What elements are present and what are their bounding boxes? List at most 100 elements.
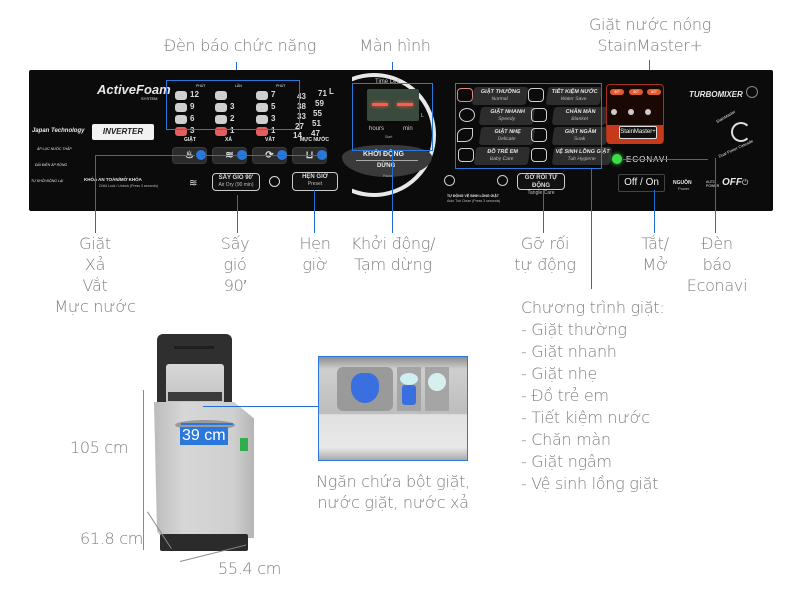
callout-timer: Hẹn giờ [299,234,331,274]
drum-measure-arrow [181,423,233,425]
soak-icon [531,128,547,142]
led-rinse-3 [215,91,227,100]
power-label: NGUỒN [673,180,692,186]
auto-tub-icon [444,175,455,186]
machine-base [160,534,248,551]
led-rinse-2 [215,115,227,124]
econavi-led [612,154,622,164]
width-dimension-label: 55.4 cm [218,559,281,578]
tangle-icon [497,175,508,186]
start-label: KHỞI ĐỘNG [363,151,404,158]
liquid-compartment [397,367,421,411]
connector-line [201,155,322,156]
program-list-item: - Giặt nhẹ [521,364,597,383]
rinse-val: 3 [230,102,235,111]
tangle-label: GỠ RỐI TỰ ĐỘNG [524,175,558,189]
callout-econavi: Đèn báo Econavi [686,234,748,295]
program-list-item: - Vệ sinh lồng giặt [521,474,659,493]
cascade-top-label: StainMaster [715,108,737,125]
side-label-auto-restart: TỰ KHỞI ĐỘNG LẠI [31,179,64,183]
temp-led: 40° [629,89,643,95]
energy-label [240,438,248,451]
connector-line [591,169,592,289]
display-highlight [352,83,433,151]
col-head-wash: PHÚT [196,84,206,88]
program-list: Chương trình giặt: - Giặt thường - Giặt … [521,297,665,495]
lcd-digit-min [397,103,413,106]
callout-air-dry: Sấy gió 90′ [220,234,250,295]
led-wash-3 [175,127,187,136]
cascade-bottom-label: Dual Power Cascade [717,138,754,159]
connector-line [623,159,708,160]
wash-val: 3 [190,126,195,135]
air-flow-icon: ≋ [189,178,198,189]
side-label-low-pressure: ÁP LỰC NƯỚC THẤP [37,147,72,151]
connector-line [237,195,238,233]
programs-highlight [455,83,602,169]
feather-icon [457,128,473,142]
pause-sub: Pause [383,174,393,178]
lcd-digit-hours [372,103,388,106]
stainmaster-button[interactable]: StainMaster+ [619,126,657,139]
rinse-val: 2 [230,114,235,123]
divider [356,160,418,161]
power-plug-icon: ⏻ [742,178,749,187]
softener-compartment [425,367,449,411]
wash-val: 9 [190,102,195,111]
connector-line [392,150,393,233]
water-level: 51 [312,119,321,128]
connector-line [654,190,655,233]
power-button[interactable]: Off / On [618,174,665,192]
program-list-title: Chương trình giặt: [521,298,665,317]
control-panel: ActiveFoam SYSTEM Japan Technology INVER… [29,70,773,211]
lcd-min: min [403,126,413,132]
callout-power: Tắt/ Mở [641,234,669,274]
water-level: 33 [297,112,306,121]
led-wash-6 [175,115,187,124]
program-list-item: - Tiết kiệm nước [521,408,650,427]
auto-tub-label: TỰ ĐỘNG VỆ SINH LỒNG GIẶT [447,194,499,198]
timer-button[interactable]: HẸN GIỜ Preset [292,172,338,191]
powder-agitator [351,373,379,403]
led [611,109,617,115]
program-list-item: - Giặt thường [521,320,627,339]
auto-tub-sub: Auto Tub Clean (Press 3 seconds) [447,199,501,203]
led-wash-9 [175,103,187,112]
wash-val: 6 [190,114,195,123]
lid-handle [174,346,214,349]
air-dry-button[interactable]: SẤY GIÓ 90′ Air Dry (90 min) [212,173,260,191]
depth-dimension-label: 61.8 cm [80,529,143,548]
liquid-cap [400,373,418,385]
air-dry-sub: Air Dry (90 min) [218,182,254,188]
callout-hot-water-1: Giặt nước nóng [588,15,712,34]
lcd-liter: L [421,113,424,119]
child-lock-sub: Child Lock / Unlock (Press 3 seconds) [99,184,159,188]
spin-val: 3 [271,114,276,123]
rinse-label: XẢ [225,137,232,143]
spin-val: 1 [271,126,276,135]
water-level: 47 [311,129,320,138]
led-spin-5 [256,103,268,112]
timer-sub: Preset [307,181,323,187]
indicator-highlight [166,80,300,130]
powder-compartment [337,367,393,411]
lcd-screen [367,89,419,121]
height-arrow [143,390,144,550]
blanket-icon [531,108,547,122]
led-wash-12 [175,91,187,100]
dispenser-photo [318,356,468,461]
program-list-item: - Đồ trẻ em [521,386,609,405]
tangle-care-button[interactable]: GỠ RỐI TỰ ĐỘNG Tangle Care [517,173,565,196]
water-marker [317,150,327,160]
dispenser-caption: Ngăn chứa bột giặt, nước giặt, nước xả [316,472,470,512]
callout-hot-water-2: StainMaster+ [597,36,703,55]
water-level: 71 [318,89,327,98]
connector-line [715,158,716,233]
drum-dimension-label: 39 cm [180,427,228,445]
clock-icon [269,176,280,187]
child-lock-label: KHÓA AN TOÀN/MỞ KHÓA [84,177,142,182]
spin-val: 7 [271,90,276,99]
lid-panel-reflection [168,392,222,401]
cascade-icon [731,122,751,142]
program-list-item: - Giặt ngâm [521,452,612,471]
